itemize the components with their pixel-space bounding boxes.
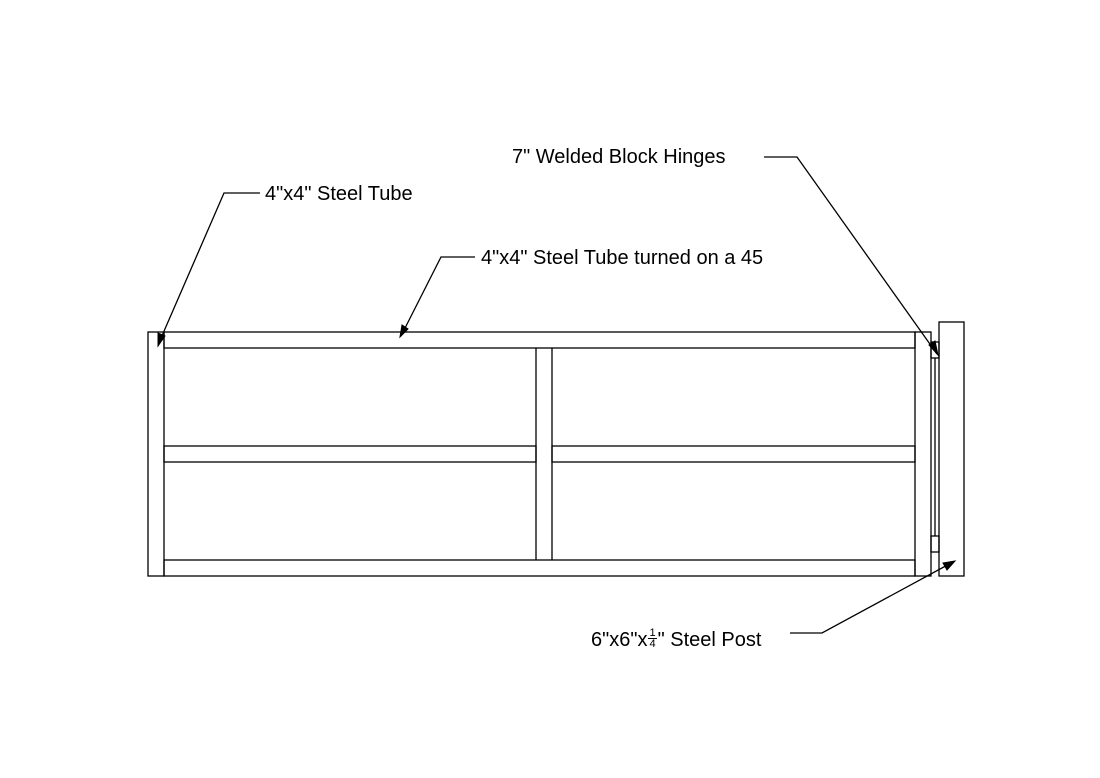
left-post-tube [147, 331, 165, 577]
steel-post [938, 321, 965, 577]
middle-rail-right [551, 445, 916, 463]
leader-tube-45 [400, 256, 475, 337]
leader-tube-arrowhead [157, 332, 166, 348]
callout-tube-45: 4"x4" Steel Tube turned on a 45 [481, 247, 764, 269]
callout-post-prefix: 6"x6"x [591, 629, 648, 651]
leader-tube-45-arrowhead [399, 324, 409, 339]
callout-post-suffix: " Steel Post [657, 629, 762, 651]
bottom-rail-tube [163, 559, 916, 577]
leader-hinges [764, 156, 938, 355]
leader-post [790, 561, 954, 634]
right-frame-tube [914, 331, 932, 577]
callout-hinges: 7" Welded Block Hinges [512, 146, 726, 168]
leader-hinges-arrowhead [928, 340, 939, 357]
fraction-denominator: 4 [649, 638, 656, 651]
callout-tube: 4"x4" Steel Tube [265, 183, 413, 205]
lower-hinge [930, 535, 940, 553]
fraction-numerator: 1 [648, 627, 657, 640]
middle-rail-left [163, 445, 537, 463]
leader-post-arrowhead [942, 560, 957, 571]
top-rail-tube [163, 331, 916, 349]
leader-tube [157, 192, 260, 346]
